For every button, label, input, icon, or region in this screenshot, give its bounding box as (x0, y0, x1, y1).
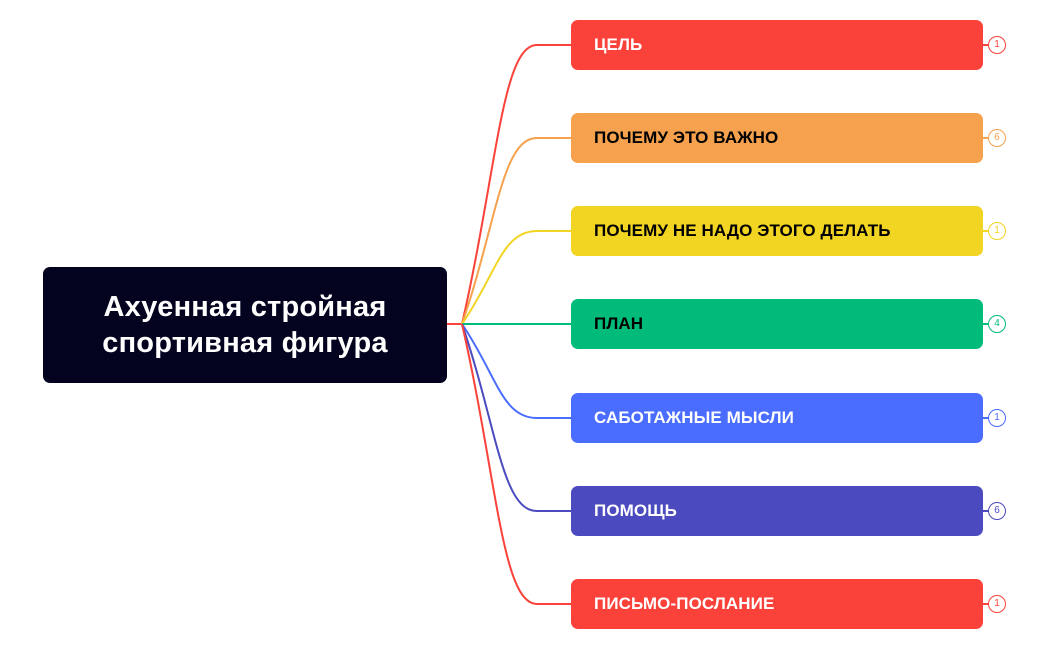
root-topic-line-1: Ахуенная стройная (103, 291, 387, 323)
branch-goal[interactable]: ЦЕЛЬ (571, 20, 983, 70)
branch-help[interactable]: ПОМОЩЬ (571, 486, 983, 536)
collapse-count-badge[interactable]: 6 (988, 129, 1006, 147)
badge-connector (983, 603, 989, 605)
branch-label: ПОЧЕМУ ЭТО ВАЖНО (594, 128, 779, 147)
badge-connector (983, 44, 989, 46)
branch-sabotage-thoughts[interactable]: САБОТАЖНЫЕ МЫСЛИ (571, 393, 983, 443)
branch-label: ПОЧЕМУ НЕ НАДО ЭТОГО ДЕЛАТЬ (594, 221, 891, 240)
collapse-count-badge[interactable]: 1 (988, 36, 1006, 54)
collapse-count-badge[interactable]: 1 (988, 222, 1006, 240)
badge-connector (983, 230, 989, 232)
badge-connector (983, 417, 989, 419)
root-topic[interactable]: Ахуенная стройная спортивная фигура (43, 267, 447, 383)
branch-label: ПОМОЩЬ (594, 501, 677, 520)
collapse-count-badge[interactable]: 1 (988, 409, 1006, 427)
root-topic-line-2: спортивная фигура (102, 327, 388, 359)
collapse-count-badge[interactable]: 1 (988, 595, 1006, 613)
badge-connector (983, 510, 989, 512)
branch-letter[interactable]: ПИСЬМО-ПОСЛАНИЕ (571, 579, 983, 629)
branch-plan[interactable]: ПЛАН (571, 299, 983, 349)
branch-why-important[interactable]: ПОЧЕМУ ЭТО ВАЖНО (571, 113, 983, 163)
branch-label: САБОТАЖНЫЕ МЫСЛИ (594, 408, 794, 427)
branch-label: ПИСЬМО-ПОСЛАНИЕ (594, 594, 775, 613)
badge-connector (983, 323, 989, 325)
collapse-count-badge[interactable]: 6 (988, 502, 1006, 520)
badge-connector (983, 137, 989, 139)
branch-why-not[interactable]: ПОЧЕМУ НЕ НАДО ЭТОГО ДЕЛАТЬ (571, 206, 983, 256)
branch-label: ЦЕЛЬ (594, 35, 643, 54)
collapse-count-badge[interactable]: 4 (988, 315, 1006, 333)
branch-label: ПЛАН (594, 314, 644, 333)
